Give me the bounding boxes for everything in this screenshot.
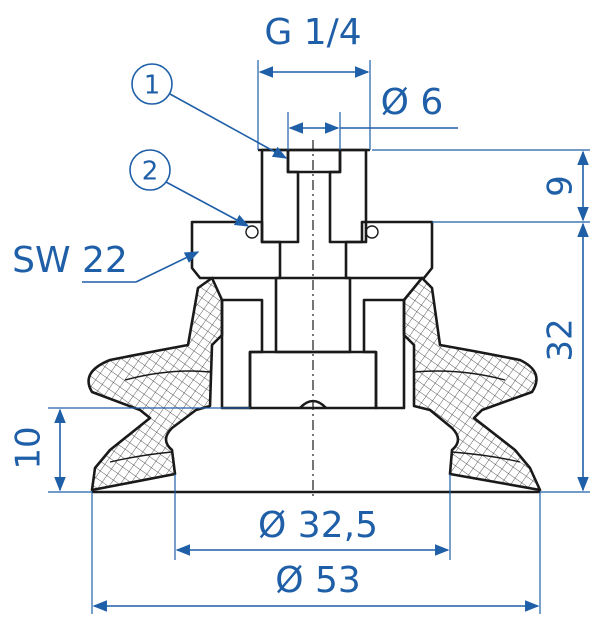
dim-thread: G 1/4 [264, 12, 361, 53]
callout-2-label: 2 [142, 157, 159, 187]
dim-inner-diameter: Ø 32,5 [258, 505, 378, 546]
dim-height-bellows: 10 [9, 426, 49, 469]
bellows-inner-left [109, 370, 211, 463]
callout-layer: 1 2 [129, 63, 288, 227]
part-geometry [87, 140, 542, 498]
callout-1-circle [131, 63, 173, 105]
dim-height-body: 32 [541, 318, 581, 361]
dim-height-top: 9 [541, 175, 581, 197]
insert-body [220, 276, 406, 410]
dim-outer-diameter: Ø 53 [275, 560, 361, 601]
hex-nut [190, 220, 434, 280]
bellows-inner-right [413, 370, 521, 463]
dimension-layer: G 1/4 Ø 6 9 32 10 SW 22 Ø 32,5 [9, 12, 590, 614]
dim-wrench-size: SW 22 [12, 240, 128, 281]
bellows-left [87, 276, 224, 492]
threaded-fitting [258, 148, 370, 244]
callout-1-label: 1 [144, 71, 161, 101]
dim-bore: Ø 6 [381, 82, 444, 123]
bellows-right [402, 276, 542, 492]
callout-2-circle [129, 149, 171, 191]
